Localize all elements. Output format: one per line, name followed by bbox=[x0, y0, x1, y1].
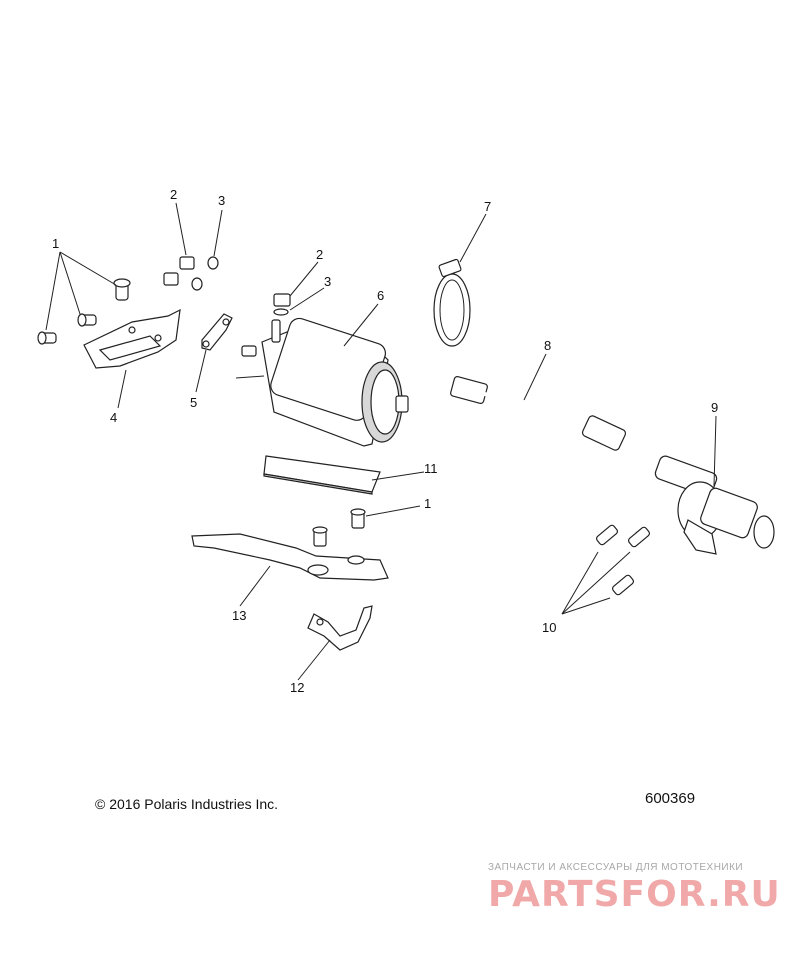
callout-3: 3 bbox=[218, 193, 225, 208]
callout-5: 5 bbox=[190, 395, 197, 410]
callout-7: 7 bbox=[484, 199, 491, 214]
bolt-part bbox=[77, 313, 97, 327]
callout-3: 3 bbox=[324, 274, 331, 289]
starter-motor-part bbox=[235, 317, 409, 447]
callout-11: 11 bbox=[424, 461, 438, 476]
callout-12: 12 bbox=[290, 680, 304, 695]
bolt-part bbox=[37, 331, 57, 345]
cable-part bbox=[450, 376, 627, 451]
watermark-logo: PARTSFOR.RU bbox=[488, 874, 781, 915]
callout-13: 13 bbox=[232, 608, 246, 623]
bolt-part bbox=[312, 508, 366, 547]
diagram-id: 600369 bbox=[645, 790, 696, 807]
bracket-part bbox=[83, 308, 181, 369]
callout-10: 10 bbox=[542, 620, 556, 635]
screw-part bbox=[595, 524, 651, 596]
washer-part bbox=[191, 256, 219, 291]
washer-part bbox=[273, 308, 289, 316]
plate-part bbox=[191, 533, 389, 581]
watermark-tagline: ЗАПЧАСТИ И АКСЕССУАРЫ ДЛЯ МОТОТЕХНИКИ bbox=[488, 862, 744, 873]
clamp-part bbox=[307, 605, 373, 651]
callout-9: 9 bbox=[711, 400, 718, 415]
callout-2: 2 bbox=[170, 187, 177, 202]
hose-clamp-part bbox=[433, 258, 471, 347]
copyright-text: © 2016 Polaris Industries Inc. bbox=[95, 796, 279, 812]
callout-4: 4 bbox=[110, 410, 117, 425]
bolt-part bbox=[113, 278, 131, 301]
callout-1: 1 bbox=[424, 496, 431, 511]
callout-6: 6 bbox=[377, 288, 384, 303]
callout-1: 1 bbox=[52, 236, 59, 251]
callout-2: 2 bbox=[316, 247, 323, 262]
nut-part bbox=[273, 293, 291, 307]
small-bracket-part bbox=[201, 313, 233, 351]
callout-8: 8 bbox=[544, 338, 551, 353]
pad-part bbox=[263, 455, 381, 495]
drive-assembly-part bbox=[654, 455, 775, 555]
nut-part bbox=[163, 256, 195, 286]
